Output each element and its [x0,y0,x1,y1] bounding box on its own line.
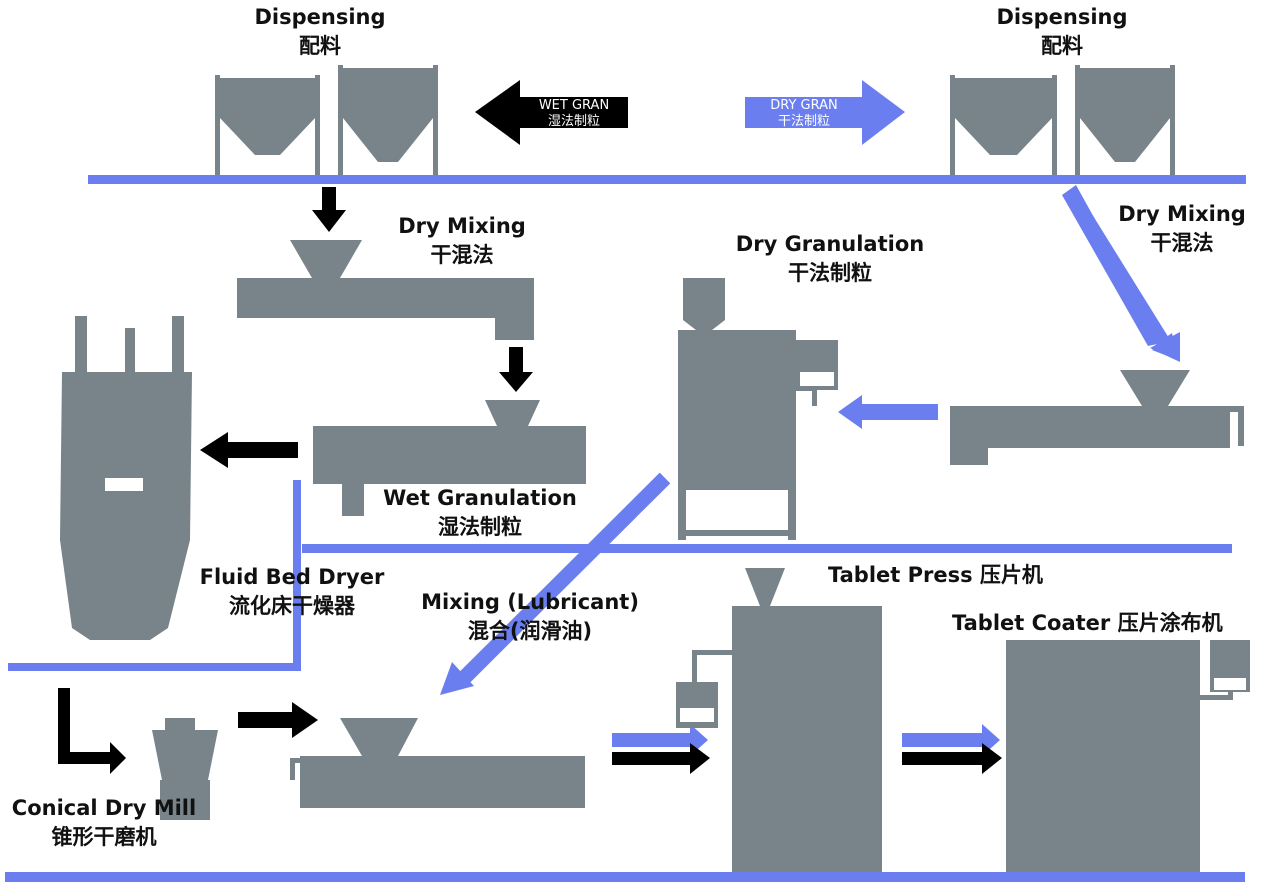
label-en: Mixing (Lubricant) [421,590,639,614]
wet-gran-arrow-zh: 湿法制粒 [547,114,600,129]
label-wet-granulation: Wet Granulation 湿法制粒 [375,484,585,542]
label-en: Dispensing [254,5,386,29]
wet-gran-arrow-icon [475,80,628,145]
dry-mixer-right [950,370,1244,465]
label-text: Tablet Coater 压片涂布机 [952,611,1223,635]
floor-line-top [88,175,1246,184]
diagonal-arrow-head-icon [440,662,474,695]
floor-line-bottom [5,872,1245,882]
label-zh: 干法制粒 [788,261,872,285]
dry-gran-arrow-en: DRY GRAN [770,98,838,113]
left-arrow-icon [838,395,938,429]
label-text: Tablet Press 压片机 [828,563,1043,587]
floor-line-left [8,663,301,671]
label-en: Dry Mixing [1118,202,1246,226]
label-en: Wet Granulation [383,486,577,510]
dispensing-hoppers-left [215,65,438,175]
dry-gran-arrow-icon [745,80,905,145]
floor-line-middle [302,544,1232,553]
label-zh: 湿法制粒 [438,515,522,539]
floor-lines [5,175,1246,882]
dry-gran-arrow-zh: 干法制粒 [777,114,830,129]
dispensing-hoppers-right [950,65,1175,175]
floor-line-left-vertical [293,480,301,670]
corner-arrow-icon [58,688,126,774]
label-zh: 锥形干磨机 [51,825,157,849]
label-zh: 配料 [1041,34,1083,58]
label-zh: 配料 [299,34,341,58]
tablet-coater [1006,640,1250,872]
label-zh: 干混法 [1150,231,1214,255]
right-arrow-icon [902,743,1002,774]
label-dispensing-left: Dispensing 配料 [230,3,410,61]
label-mixing-lubricant: Mixing (Lubricant) 混合(润滑油) [412,588,648,646]
label-dry-mixing-left: Dry Mixing 干混法 [372,212,552,270]
wet-gran-arrow-en: WET GRAN [538,98,610,113]
label-en: Conical Dry Mill [11,796,197,820]
label-zh: 混合(润滑油) [467,619,593,643]
diagonal-arrow-line [1064,188,1171,349]
label-dry-granulation: Dry Granulation 干法制粒 [720,230,940,288]
diagonal-arrow-line [456,472,671,686]
wet-granulator [313,400,586,516]
right-arrow-icon [902,724,1000,756]
wet-gran-arrow-label: WET GRAN 湿法制粒 [522,98,626,130]
lubricant-mixer [290,718,585,808]
right-arrow-icon [238,702,318,738]
dry-gran-arrow-label: DRY GRAN 干法制粒 [748,98,860,130]
label-zh: 干混法 [430,243,494,267]
down-arrow-icon [499,347,533,392]
fluid-bed-dryer [60,316,192,640]
label-fluid-bed-dryer: Fluid Bed Dryer 流化床干燥器 [192,563,392,621]
diagonal-arrow-head-icon [1150,332,1180,362]
tablet-press [676,568,882,872]
label-dispensing-right: Dispensing 配料 [972,3,1152,61]
label-conical-dry-mill: Conical Dry Mill 锥形干磨机 [4,794,204,852]
label-en: Fluid Bed Dryer [199,565,385,589]
right-arrow-icon [612,743,710,774]
label-tablet-coater: Tablet Coater 压片涂布机 [952,609,1223,638]
label-en: Dry Mixing [398,214,526,238]
label-en: Dispensing [996,5,1128,29]
conical-dry-mill [152,718,218,820]
dry-mixer-left [237,240,534,340]
dry-granulator [678,278,838,540]
left-arrow-icon [200,432,298,468]
right-arrow-icon [612,724,708,756]
down-arrow-icon [312,187,346,232]
label-zh: 流化床干燥器 [229,594,355,618]
label-en: Dry Granulation [735,232,925,256]
label-tablet-press: Tablet Press 压片机 [828,561,1043,590]
label-dry-mixing-right: Dry Mixing 干混法 [1092,200,1272,258]
